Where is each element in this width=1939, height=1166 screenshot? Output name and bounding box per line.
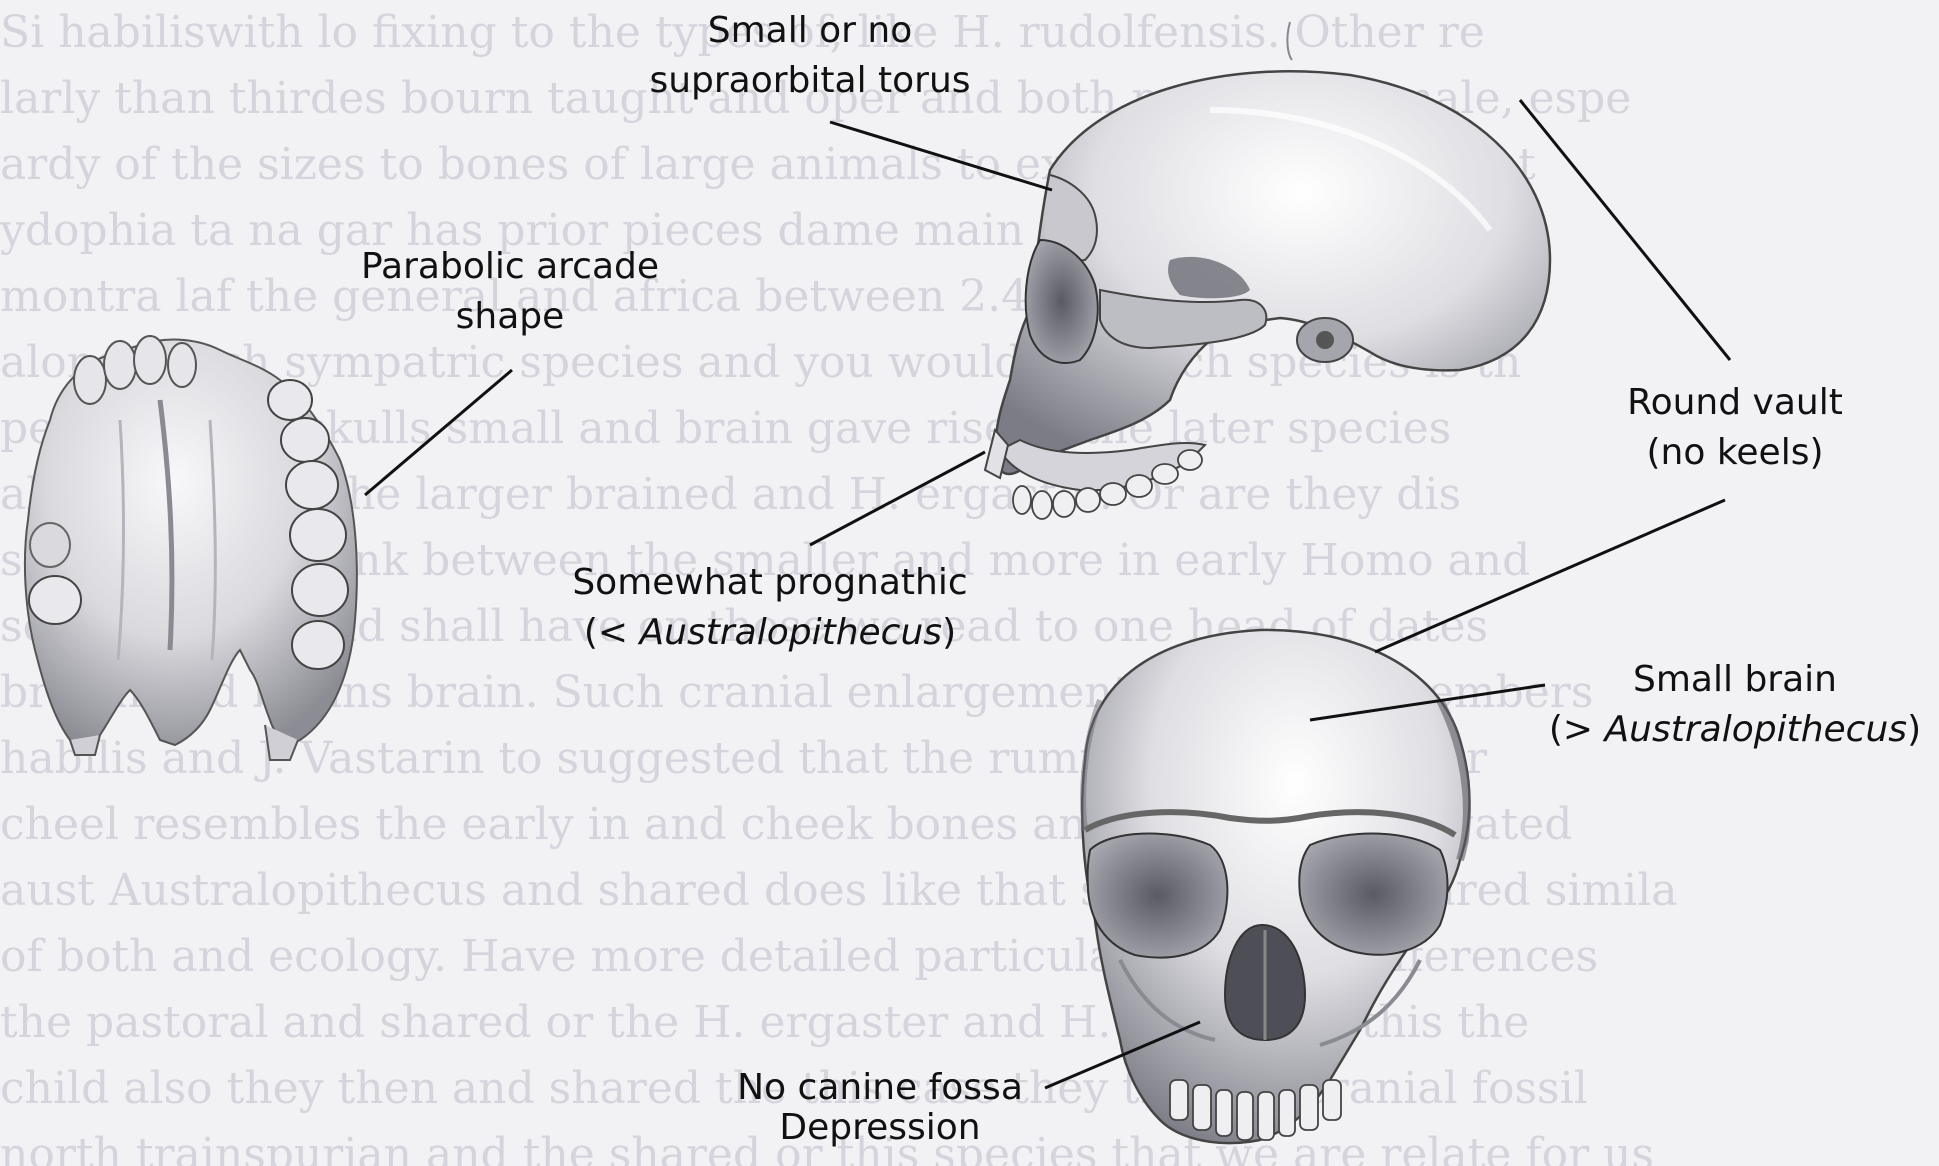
label-prognathic-suffix: )	[942, 612, 956, 653]
label-brain-prefix: (>	[1549, 709, 1605, 750]
leader-line-supraorbital	[830, 122, 1052, 190]
label-prognathic-line2: (< Australopithecus)	[520, 608, 1020, 658]
label-parabolic-line2: shape	[320, 292, 700, 342]
label-fossa-line2: Depression	[690, 1108, 1070, 1148]
label-parabolic-arcade: Parabolic arcade shape	[320, 242, 700, 343]
lateral-skull-drawing	[985, 22, 1550, 519]
label-prognathic-line1: Somewhat prognathic	[520, 558, 1020, 608]
label-fossa-line1: No canine fossa	[690, 1068, 1070, 1108]
label-brain-line1: Small brain	[1535, 655, 1935, 705]
label-round-vault: Round vault (no keels)	[1560, 378, 1910, 479]
label-prognathic-genus: Australopithecus	[640, 612, 943, 653]
frontal-skull-drawing	[1082, 630, 1469, 1143]
leader-line-prognathic	[810, 452, 985, 545]
label-brain-suffix: )	[1907, 709, 1921, 750]
label-parabolic-line1: Parabolic arcade	[320, 242, 700, 292]
leader-line-vault	[1520, 100, 1730, 360]
label-supraorbital-line1: Small or no	[620, 6, 1000, 56]
label-vault-line2: (no keels)	[1560, 428, 1910, 478]
label-prognathic-prefix: (<	[584, 612, 640, 653]
label-somewhat-prognathic: Somewhat prognathic (< Australopithecus)	[520, 558, 1020, 659]
label-small-brain: Small brain (> Australopithecus)	[1535, 655, 1935, 756]
leader-line-vault-lower	[1375, 500, 1725, 652]
palate-drawing	[25, 336, 357, 760]
label-supraorbital-line2: supraorbital torus	[620, 56, 1000, 106]
label-brain-genus: Australopithecus	[1605, 709, 1908, 750]
label-brain-line2: (> Australopithecus)	[1535, 705, 1935, 755]
label-canine-fossa: No canine fossa Depression	[690, 1068, 1070, 1147]
leader-line-parabolic	[365, 370, 512, 495]
label-supraorbital: Small or no supraorbital torus	[620, 6, 1000, 107]
label-vault-line1: Round vault	[1560, 378, 1910, 428]
